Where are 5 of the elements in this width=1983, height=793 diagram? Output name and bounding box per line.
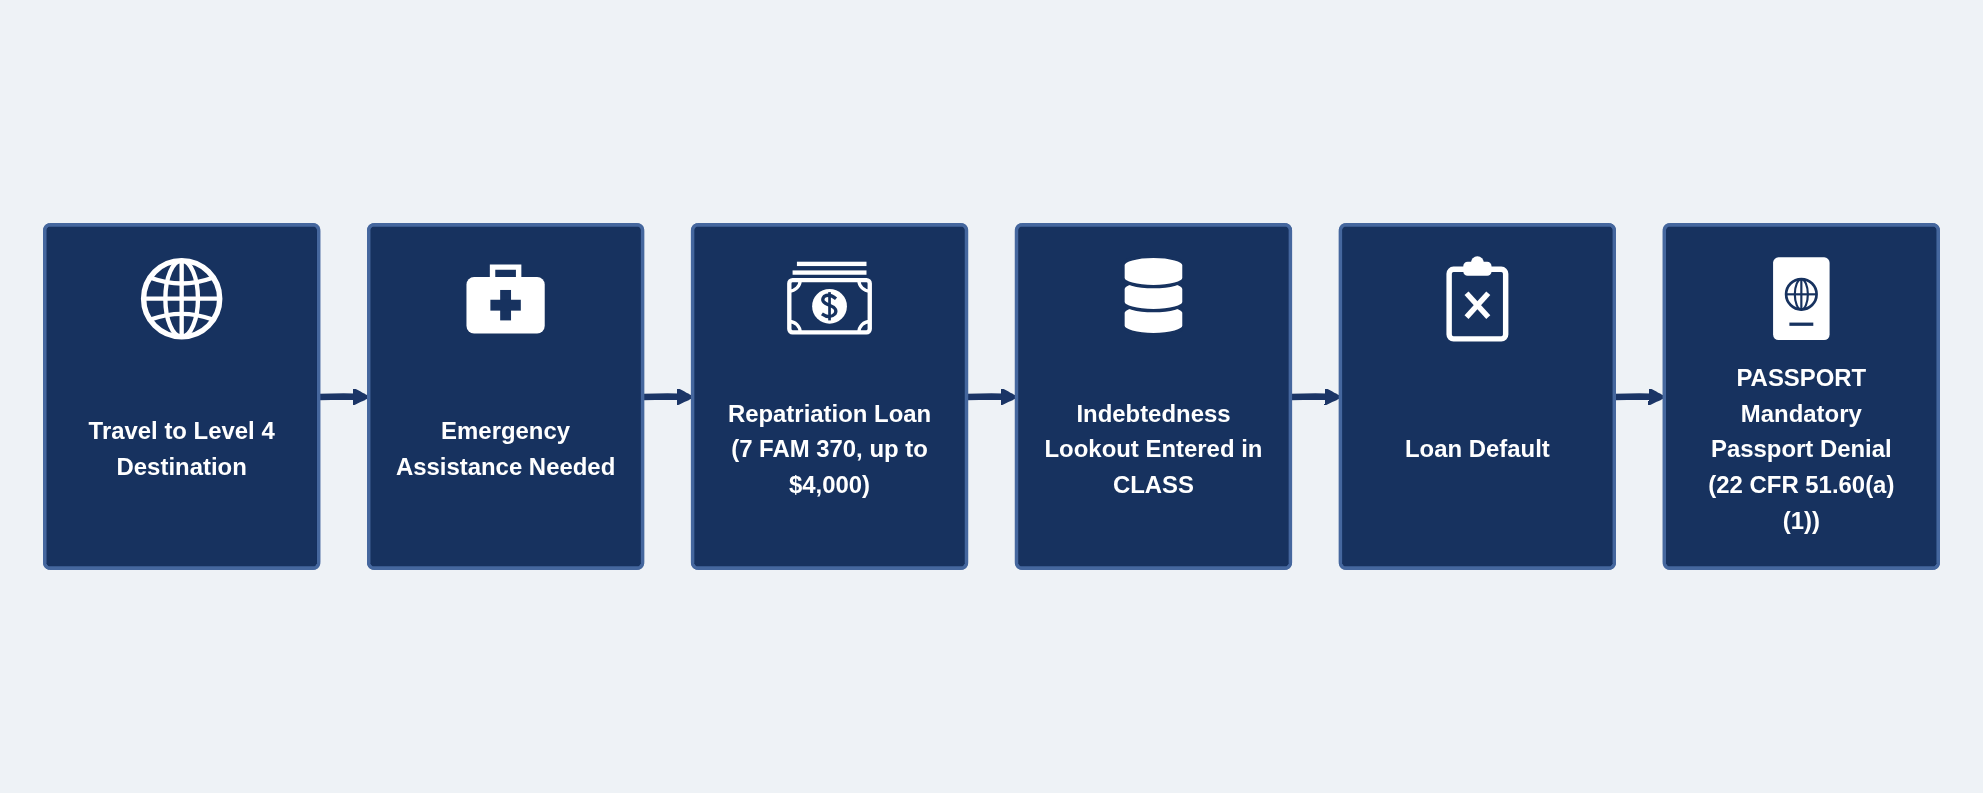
arrow [1290, 387, 1342, 406]
arrow [643, 387, 694, 406]
arrow [319, 387, 370, 406]
arrow [1614, 387, 1666, 406]
arrow [966, 387, 1018, 406]
